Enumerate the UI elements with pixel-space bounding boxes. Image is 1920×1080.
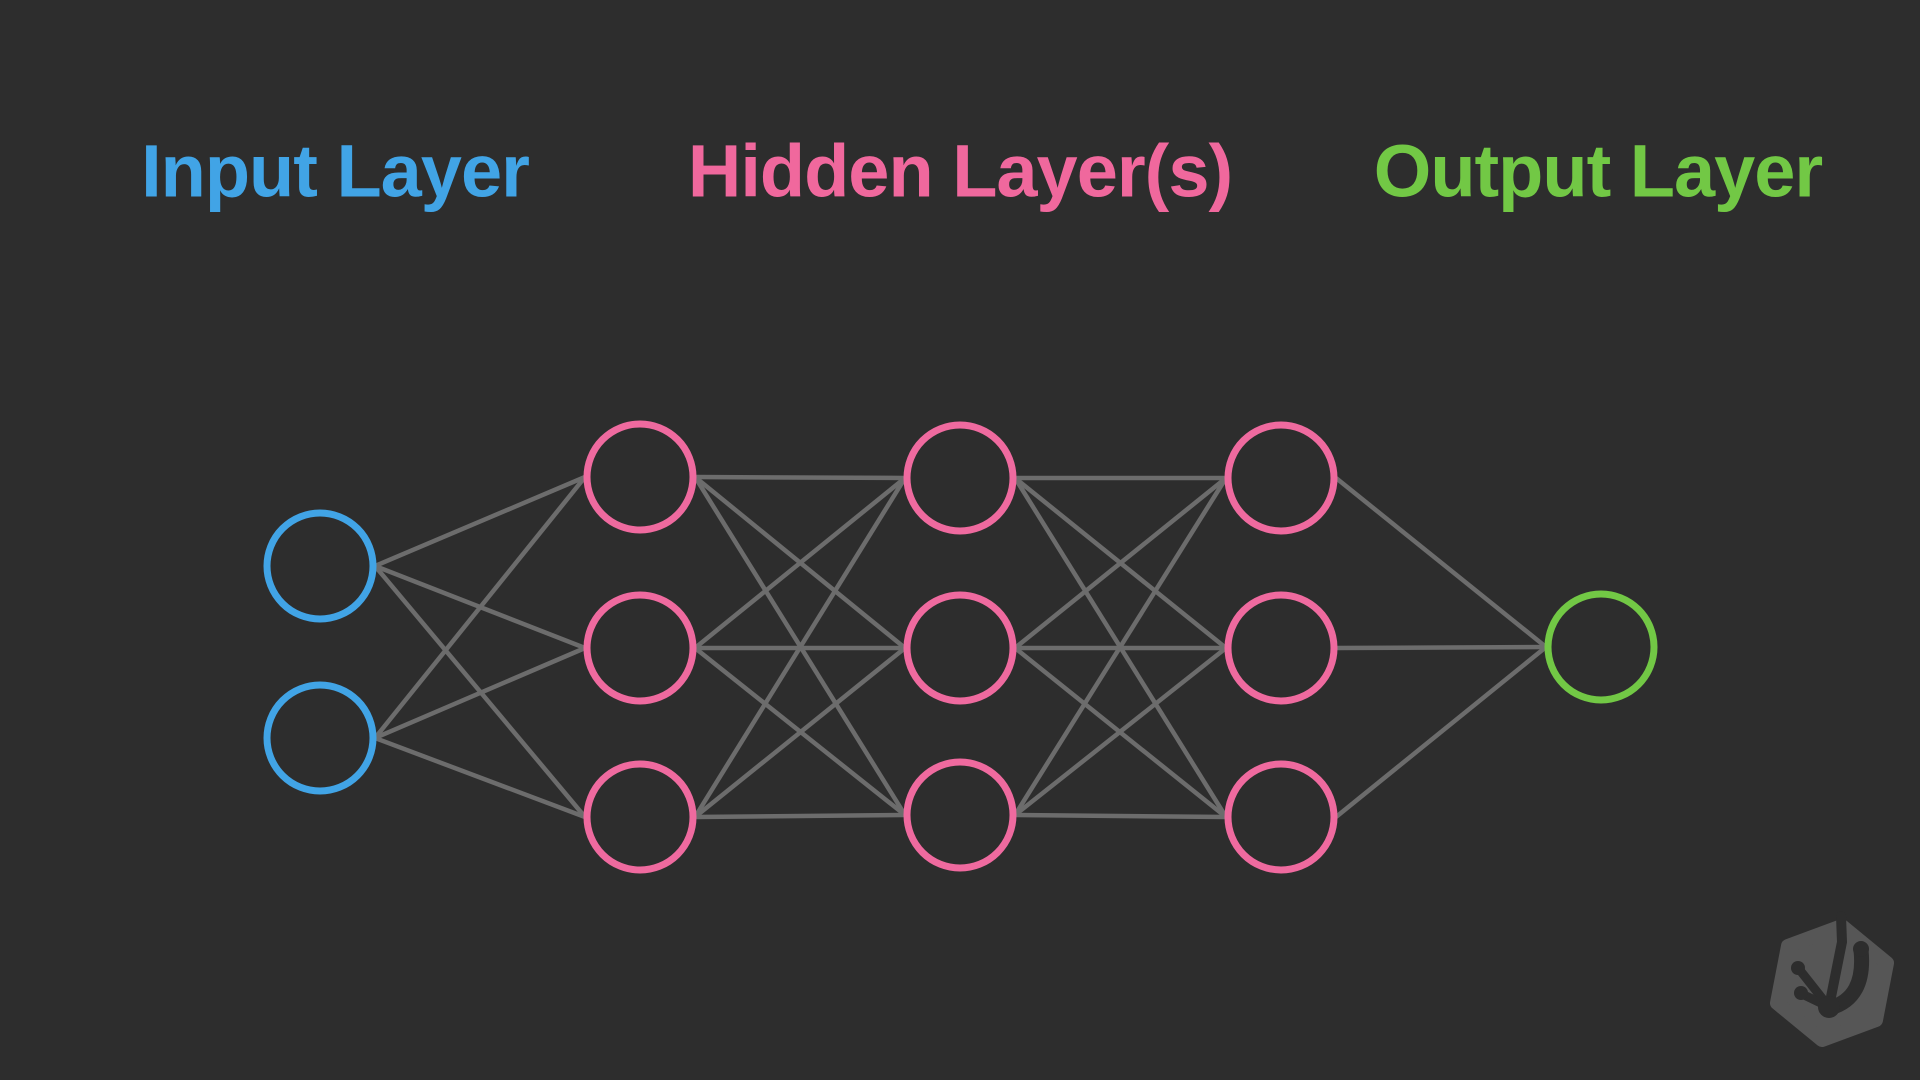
edge-hidden-1-to-hidden-2 (693, 476, 907, 650)
hidden-3-layer-nodes (1224, 421, 1338, 874)
edge-input-to-hidden-1 (374, 735, 586, 820)
output-node-1 (1544, 590, 1658, 704)
hidden-2-node-3 (903, 758, 1017, 872)
hidden-2-node-1 (903, 421, 1017, 535)
edge-hidden-2-to-hidden-3 (1013, 476, 1228, 817)
connection-lines (373, 474, 1548, 820)
edge-hidden-2-to-hidden-3 (1013, 476, 1228, 650)
hidden-2-layer-nodes (903, 421, 1017, 872)
edge-input-to-hidden-1 (374, 645, 586, 741)
edge-input-to-hidden-1 (373, 475, 587, 740)
edge-hidden-3-to-output (1335, 644, 1547, 651)
hidden-1-node-1 (583, 420, 697, 534)
output-layer-nodes (1544, 590, 1658, 704)
edge-hidden-3-to-output (1334, 645, 1548, 819)
edge-hidden-1-to-hidden-2 (693, 476, 907, 819)
input-node-2 (263, 681, 377, 795)
hidden-3-node-2 (1224, 591, 1338, 705)
hidden-3-node-3 (1224, 760, 1338, 874)
frog-foot-icon (1791, 911, 1870, 1018)
edge-hidden-1-to-hidden-2 (694, 812, 906, 820)
hidden-1-layer-nodes (583, 420, 697, 874)
edge-hidden-2-to-hidden-3 (1013, 646, 1228, 817)
edge-input-to-hidden-1 (374, 474, 586, 569)
output-layer-label: Output Layer (1373, 129, 1823, 213)
input-layer-nodes (263, 509, 377, 795)
hidden-2-node-2 (903, 591, 1017, 705)
hidden-3-node-1 (1224, 421, 1338, 535)
edge-hidden-3-to-output (1334, 476, 1548, 649)
input-node-1 (263, 509, 377, 623)
input-layer-label: Input Layer (141, 129, 530, 213)
edge-hidden-2-to-hidden-3 (1014, 812, 1227, 820)
hidden-1-node-3 (583, 760, 697, 874)
hidden-layer-label: Hidden Layer(s) (687, 129, 1233, 213)
edge-hidden-1-to-hidden-2 (693, 646, 907, 819)
hidden-1-node-2 (583, 591, 697, 705)
edge-hidden-1-to-hidden-2 (694, 474, 906, 481)
